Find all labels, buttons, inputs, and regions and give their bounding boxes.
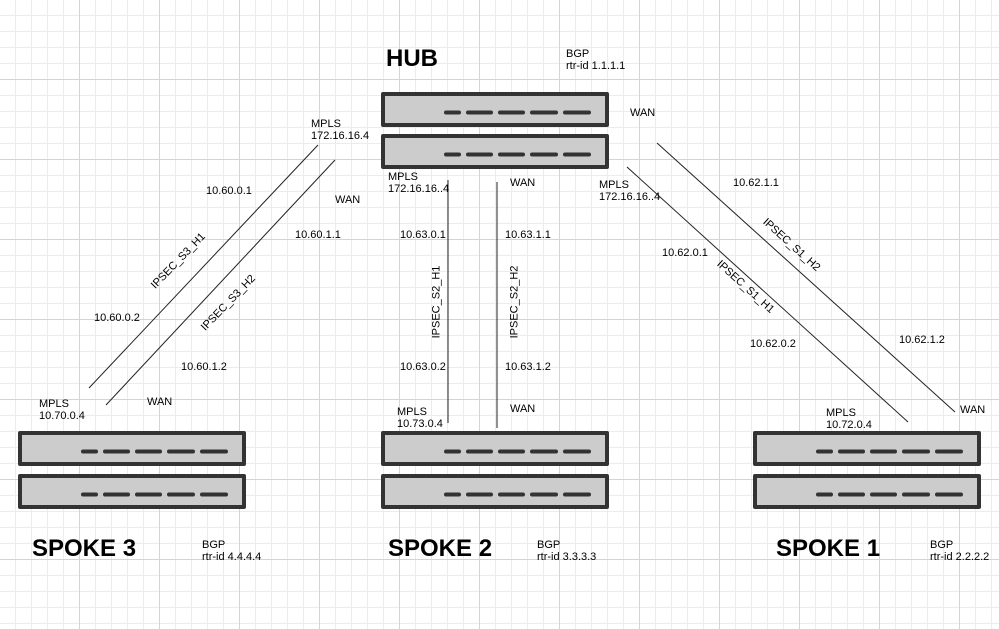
spoke3-title: SPOKE 3 — [32, 535, 137, 562]
hub-wan-label: WAN — [630, 107, 656, 119]
spoke1-router-top[interactable] — [753, 431, 981, 466]
hub-rtr-id: rtr-id 1.1.1.1 — [566, 60, 626, 72]
s1-h1-hub-ip: 10.62.0.1 — [662, 247, 708, 259]
spoke3-router-top[interactable] — [18, 431, 246, 466]
spoke1-mpls-ip: 10.72.0.4 — [826, 419, 872, 431]
port-indicators — [816, 492, 963, 497]
link-s1-h1 — [626, 166, 909, 423]
spoke2-router-bottom[interactable] — [381, 474, 609, 509]
spoke3-rtr-id: rtr-id 4.4.4.4 — [202, 551, 262, 563]
s2-h1-spoke-ip: 10.63.0.2 — [400, 361, 446, 373]
spoke2-mpls-ip: 10.73.0.4 — [397, 418, 443, 430]
hub-title: HUB — [386, 45, 438, 72]
s2-h2-tunnel-name: IPSEC_S2_H2 — [508, 265, 521, 339]
s3-h1-spoke-ip: 10.60.0.2 — [94, 312, 140, 324]
s2-h2-spoke-ip: 10.63.1.2 — [505, 361, 551, 373]
hub-mpls-s3-ip: 172.16.16.4 — [311, 130, 370, 142]
link-s3-h1 — [88, 144, 319, 389]
port-indicators — [816, 449, 963, 454]
link-s3-h2 — [105, 159, 336, 406]
spoke2-mpls-label: MPLS — [397, 406, 427, 418]
hub-wan-s3-label: WAN — [335, 194, 361, 206]
s3-h1-hub-ip: 10.60.0.1 — [206, 185, 252, 197]
hub-router-bottom[interactable] — [381, 134, 609, 169]
s1-h1-spoke-ip: 10.62.0.2 — [750, 338, 796, 350]
spoke1-router-bottom[interactable] — [753, 474, 981, 509]
s3-h2-hub-ip: 10.60.1.1 — [295, 229, 341, 241]
s1-h2-spoke-ip: 10.62.1.2 — [899, 334, 945, 346]
port-indicators — [444, 152, 591, 157]
spoke1-wan-label: WAN — [960, 404, 986, 416]
hub-mpls-right-label: MPLS — [599, 179, 629, 191]
spoke3-router-bottom[interactable] — [18, 474, 246, 509]
spoke2-wan-label: WAN — [510, 403, 536, 415]
port-indicators — [444, 110, 591, 115]
spoke2-router-top[interactable] — [381, 431, 609, 466]
hub-router-top[interactable] — [381, 92, 609, 127]
hub-mpls-s3-label: MPLS — [311, 118, 341, 130]
s3-h2-spoke-ip: 10.60.1.2 — [181, 361, 227, 373]
s1-h2-hub-ip: 10.62.1.1 — [733, 177, 779, 189]
spoke3-bgp-label: BGP — [202, 539, 226, 551]
hub-wan-bottom-label: WAN — [510, 177, 536, 189]
link-s1-h2 — [656, 142, 956, 413]
hub-mpls-left-label: MPLS — [388, 171, 418, 183]
spoke3-wan-label: WAN — [147, 396, 173, 408]
s2-h1-hub-ip: 10.63.0.1 — [400, 229, 446, 241]
hub-bgp-label: BGP — [566, 48, 590, 60]
port-indicators — [444, 492, 591, 497]
port-indicators — [81, 449, 228, 454]
hub-mpls-right-ip: 172.16.16..4 — [599, 191, 661, 203]
s2-h1-tunnel-name: IPSEC_S2_H1 — [430, 265, 443, 339]
spoke1-bgp-label: BGP — [930, 539, 954, 551]
spoke2-rtr-id: rtr-id 3.3.3.3 — [537, 551, 597, 563]
spoke1-rtr-id: rtr-id 2.2.2.2 — [930, 551, 990, 563]
spoke3-mpls-ip: 10.70.0.4 — [39, 410, 85, 422]
spoke2-title: SPOKE 2 — [388, 535, 493, 562]
port-indicators — [444, 449, 591, 454]
port-indicators — [81, 492, 228, 497]
hub-mpls-left-ip: 172.16.16..4 — [388, 183, 450, 195]
spoke1-mpls-label: MPLS — [826, 407, 856, 419]
spoke2-bgp-label: BGP — [537, 539, 561, 551]
s2-h2-hub-ip: 10.63.1.1 — [505, 229, 551, 241]
spoke1-title: SPOKE 1 — [776, 535, 881, 562]
spoke3-mpls-label: MPLS — [39, 398, 69, 410]
